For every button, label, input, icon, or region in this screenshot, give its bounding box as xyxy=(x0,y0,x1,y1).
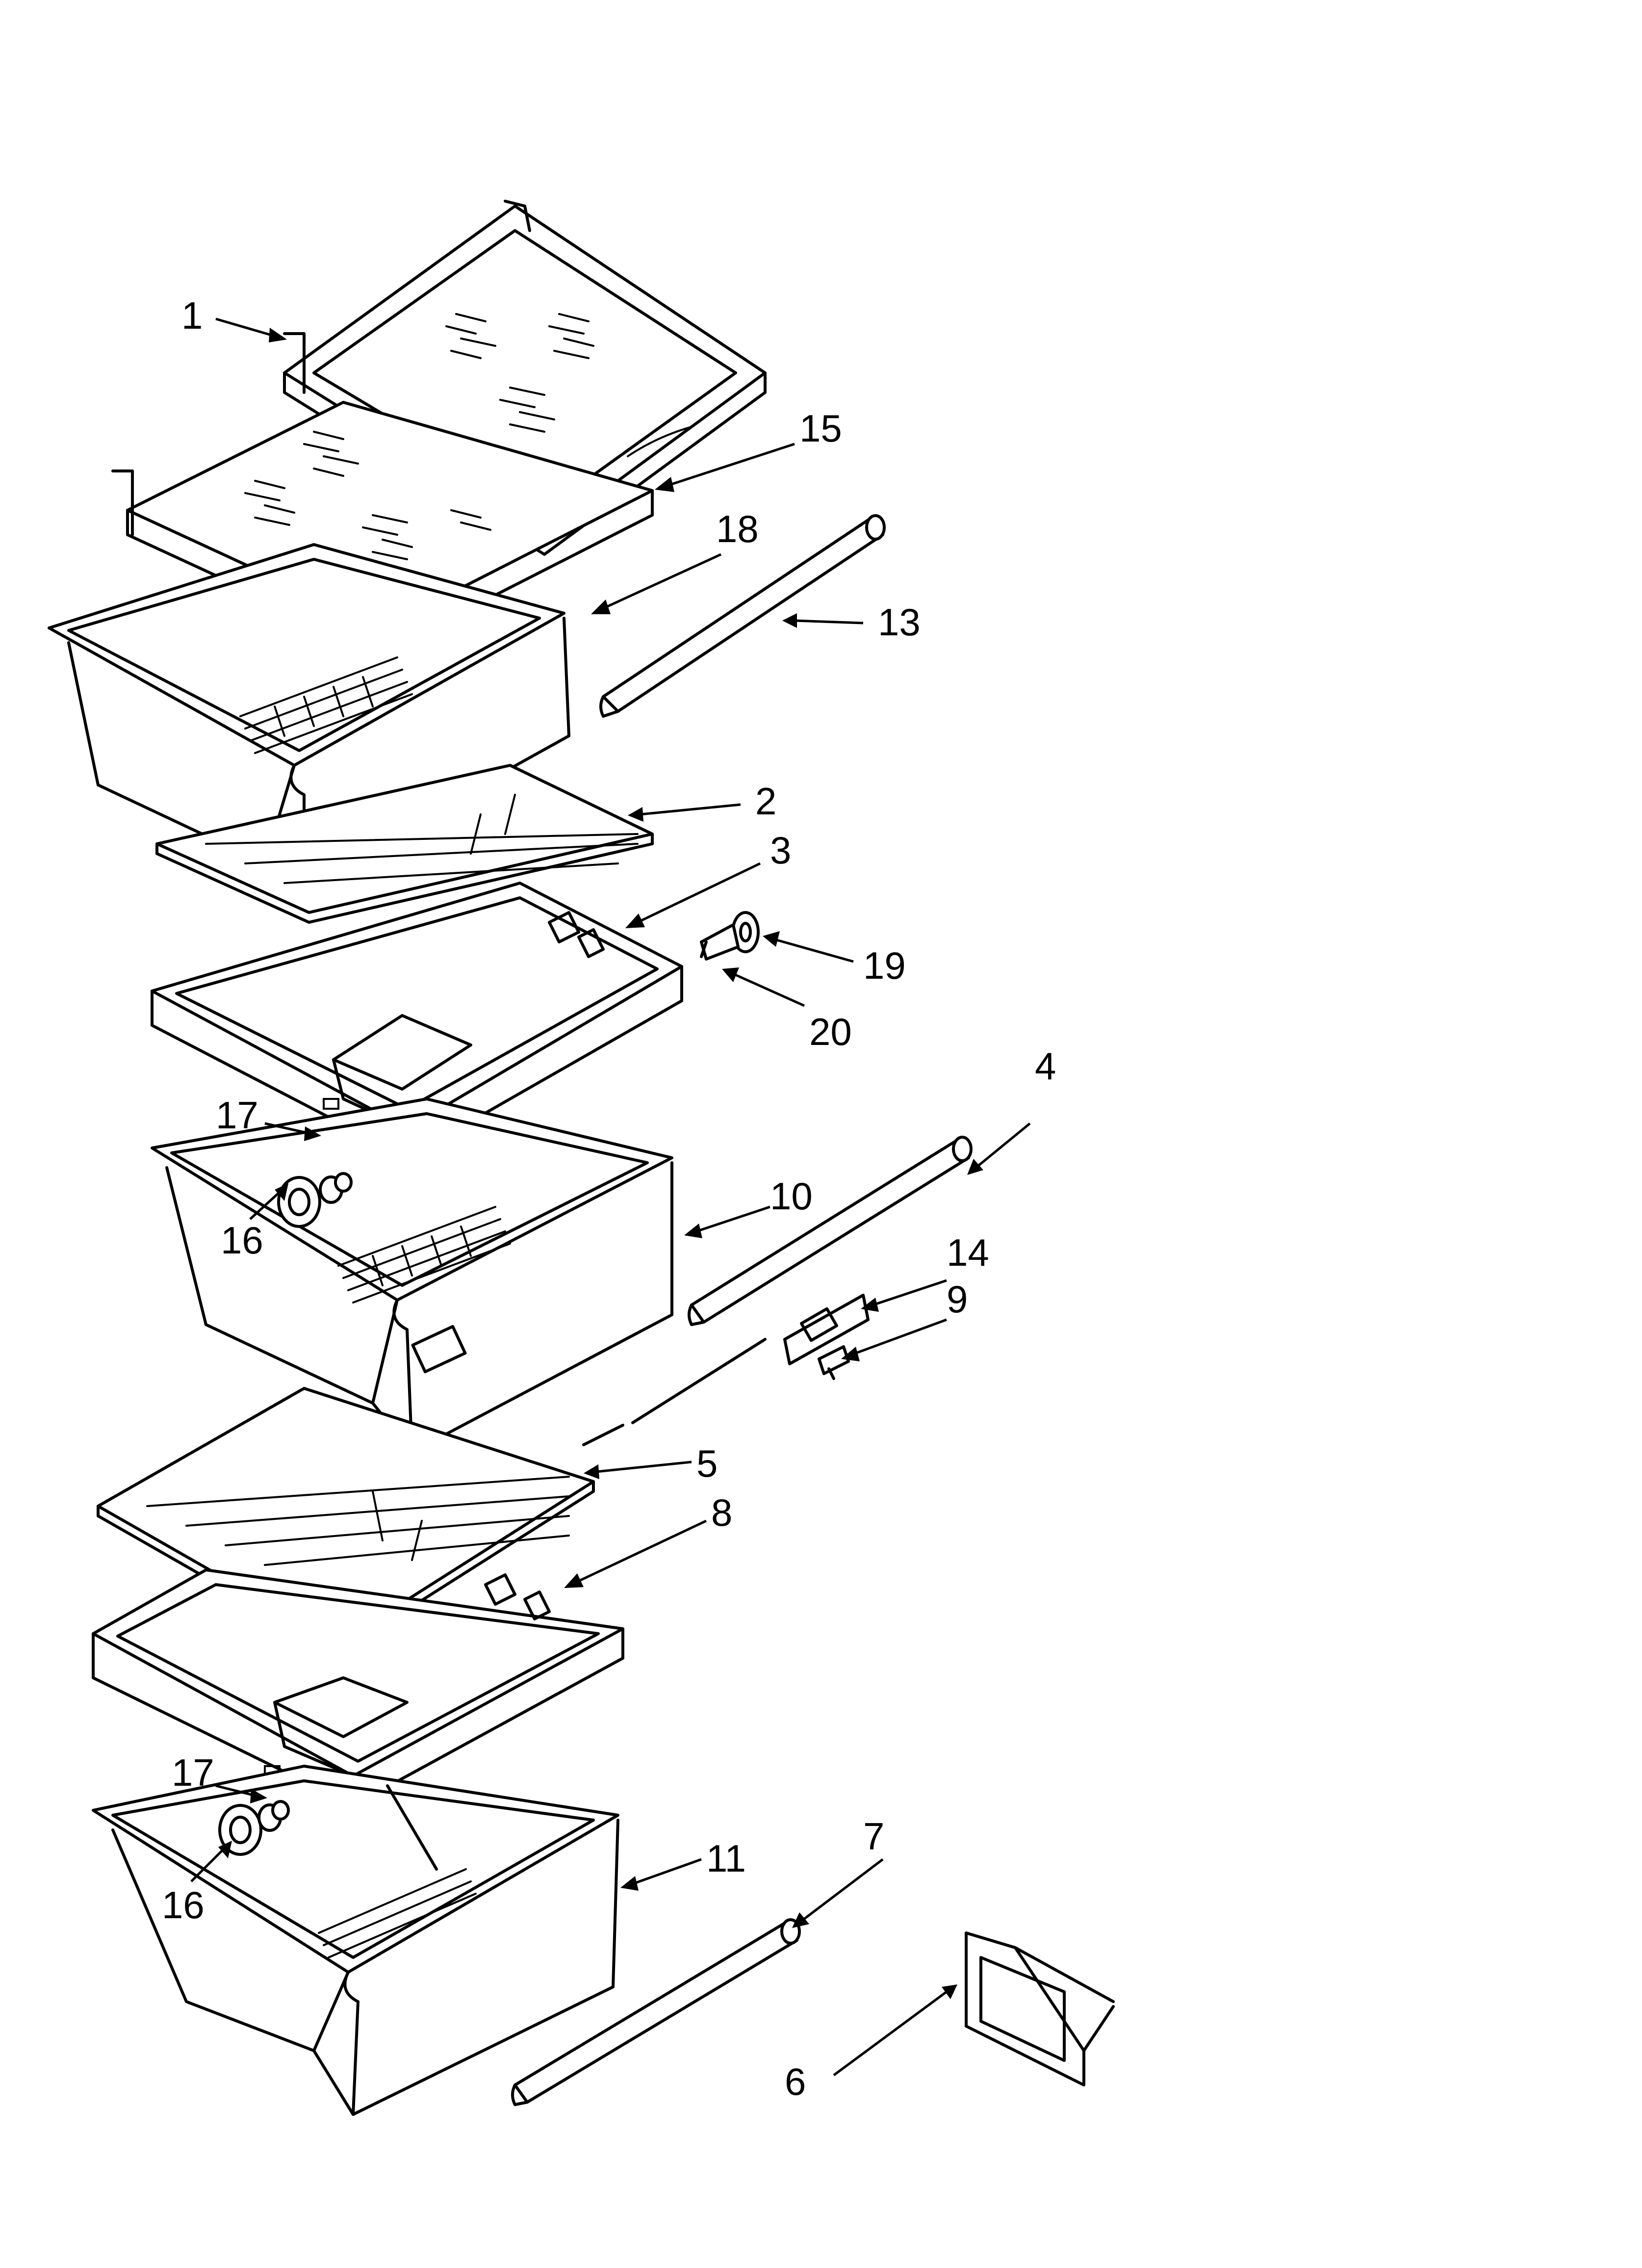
part-4-rail xyxy=(688,1136,973,1326)
part-7-rail xyxy=(511,1918,801,2106)
callout-16-lower: 16 xyxy=(162,1883,205,1927)
part-18-crisper-drawer-upper xyxy=(48,543,570,885)
part-14-9-bracket xyxy=(582,1294,870,1446)
callout-14: 14 xyxy=(947,1231,989,1274)
callout-15: 15 xyxy=(799,407,842,450)
callout-13: 13 xyxy=(878,600,921,644)
callout-4: 4 xyxy=(1035,1044,1056,1088)
callout-17-lower: 17 xyxy=(172,1751,214,1794)
part-6-label-holder xyxy=(965,1931,1115,2086)
callout-1: 1 xyxy=(181,294,203,337)
callout-11: 11 xyxy=(706,1837,746,1880)
callout-16-upper: 16 xyxy=(221,1219,263,1262)
part-19-20-fastener xyxy=(700,911,760,961)
callout-5: 5 xyxy=(696,1442,718,1485)
callout-18: 18 xyxy=(716,507,759,550)
drawer-vent-grille-2 xyxy=(337,1206,511,1303)
part-16-17-wheel-upper xyxy=(277,1172,353,1228)
part-2-glass-panel xyxy=(155,764,654,924)
callout-labels: 1 15 18 13 2 3 19 20 4 17 16 10 14 9 5 8… xyxy=(162,294,1056,2103)
callout-19: 19 xyxy=(863,944,906,987)
callout-20: 20 xyxy=(809,1010,852,1053)
callout-2: 2 xyxy=(755,780,776,823)
part-11-crisper-drawer-lower xyxy=(92,1765,619,2116)
glass-reflection-marks xyxy=(445,313,594,433)
callout-8: 8 xyxy=(711,1491,732,1534)
callout-6: 6 xyxy=(785,2060,806,2103)
callout-7: 7 xyxy=(863,1815,884,1858)
callout-17-upper: 17 xyxy=(216,1094,258,1137)
part-13-rail xyxy=(599,514,886,718)
drawer-vent-grille xyxy=(239,656,413,754)
drawer-vent-grille-3 xyxy=(318,1868,477,1958)
part-10-crisper-drawer-middle xyxy=(151,1097,673,1454)
glass-reflection-marks-2 xyxy=(244,431,491,560)
callout-3: 3 xyxy=(770,829,791,872)
callout-leaders xyxy=(190,317,1031,2077)
callout-9: 9 xyxy=(947,1277,968,1321)
callout-10: 10 xyxy=(770,1174,813,1218)
